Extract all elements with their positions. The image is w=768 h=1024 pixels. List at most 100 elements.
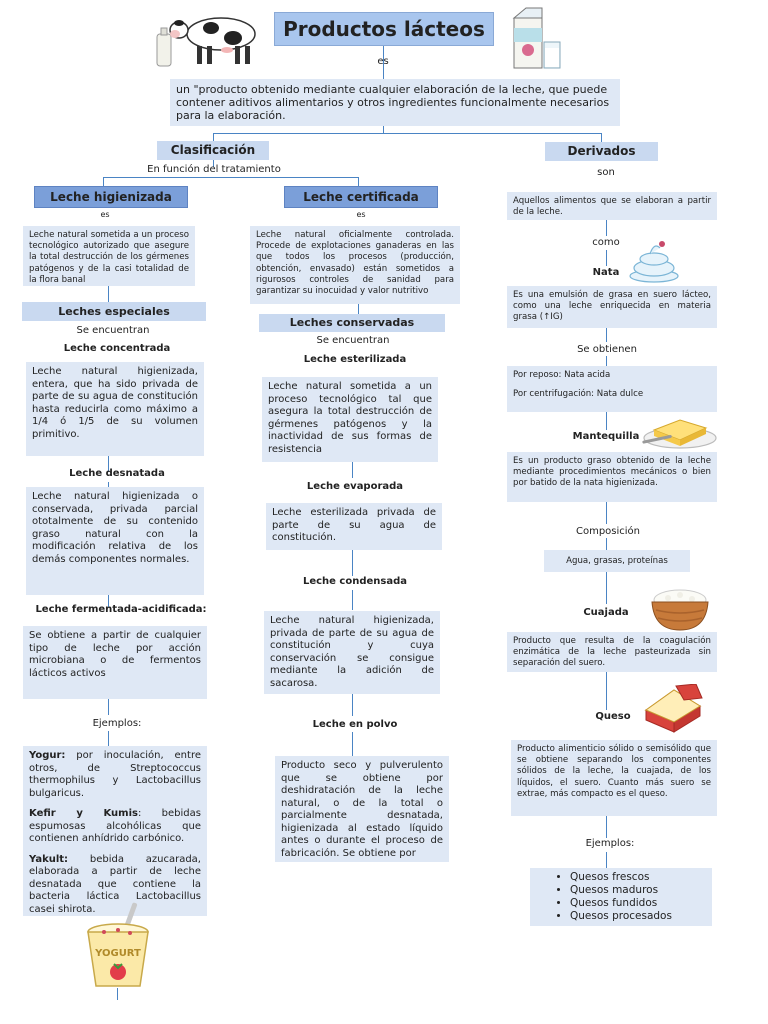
connector-line: [103, 177, 359, 178]
nata-title: Nata: [592, 267, 620, 278]
leche-desnatada-text: Leche natural higienizada o conservada, …: [26, 487, 204, 595]
nata-definition: Es una emulsión de grasa en suero lácteo…: [507, 286, 717, 328]
yogurt-label: YOGURT: [94, 948, 141, 959]
mantequilla-definition: Es un producto graso obtenido de la lech…: [507, 452, 717, 502]
connector-line: [606, 356, 607, 366]
higienizada-definition: Leche natural sometida a un proceso tecn…: [23, 226, 195, 286]
connector-label: Se encuentran: [76, 325, 150, 336]
page-title: Productos lácteos: [274, 12, 494, 46]
connector-line: [108, 731, 109, 747]
ejemplo-text: : bebidas espumosas alcohólicas que cont…: [29, 808, 201, 844]
root-definition: un "producto obtenido mediante cualquier…: [170, 79, 620, 126]
connector-line: [108, 595, 109, 607]
ejemplo-item: Yakult: bebida azucarada, elaborada a pa…: [29, 854, 201, 917]
quesos-ejemplos: Quesos frescos Quesos maduros Quesos fun…: [530, 868, 712, 926]
obtencion-item: Por reposo: Nata acida: [513, 370, 611, 380]
connector-line: [606, 502, 607, 524]
connector-line: [352, 590, 353, 610]
leche-concentrada-text: Leche natural higienizada, entera, que h…: [26, 362, 204, 456]
connector-line: [606, 412, 607, 430]
connector-label: como: [592, 237, 620, 248]
connector-line: [352, 732, 353, 756]
whipped-cream-illustration: [629, 241, 679, 283]
connector-line: [606, 538, 607, 550]
list-item: Quesos maduros: [570, 884, 708, 897]
ejemplos-label: Ejemplos:: [585, 838, 635, 849]
derivados-definition: Aquellos alimentos que se elaboran a par…: [507, 192, 717, 220]
connector-label: son: [597, 167, 615, 178]
connector-line: [117, 988, 118, 1000]
cuajada-definition: Producto que resulta de la coagulación e…: [507, 632, 717, 672]
connector-line: [352, 694, 353, 716]
leche-concentrada-title: Leche concentrada: [63, 343, 171, 354]
leche-en-polvo-title: Leche en polvo: [312, 719, 398, 730]
leche-evaporada-text: Leche esterilizada privada de parte de s…: [266, 503, 442, 550]
leche-esterilizada-title: Leche esterilizada: [303, 354, 407, 365]
connector-label: es: [356, 210, 366, 219]
higienizada-header: Leche higienizada: [34, 186, 188, 208]
connector-line: [108, 456, 109, 472]
connector-line: [601, 133, 602, 143]
yogurt-cup-illustration: YOGURT: [87, 902, 149, 987]
ejemplos-fermentadas: Yogur: por inoculación, entre otros, de …: [23, 746, 207, 916]
ejemplo-item: Yogur: por inoculación, entre otros, de …: [29, 750, 201, 800]
list-item: Quesos fundidos: [570, 897, 708, 910]
queso-title: Queso: [595, 711, 631, 722]
clasificacion-header: Clasificación: [157, 141, 269, 160]
connector-line: [606, 672, 607, 710]
leche-en-polvo-text: Producto seco y pulverulento que se obti…: [275, 756, 449, 862]
connector-line: [383, 126, 384, 134]
cheese-illustration: [644, 684, 703, 733]
mantequilla-title: Mantequilla: [572, 431, 640, 442]
connector-label: es: [100, 210, 110, 219]
connector-line: [358, 177, 359, 187]
certificada-definition: Leche natural oficialmente controlada. P…: [250, 226, 460, 304]
connector-line: [352, 550, 353, 576]
mantequilla-composicion: Agua, grasas, proteínas: [544, 550, 690, 572]
connector-label: es: [377, 56, 389, 67]
connector-line: [213, 133, 214, 143]
leche-fermentada-title: Leche fermentada-acidificada:: [35, 604, 207, 615]
obtencion-item: Por centrifugación: Nata dulce: [513, 389, 644, 400]
ejemplo-item: Kefir y Kumis: bebidas espumosas alcohól…: [29, 808, 201, 846]
ejemplo-term: Yakult:: [29, 853, 69, 865]
ejemplo-term: Yogur:: [29, 750, 66, 761]
certificada-header: Leche certificada: [284, 186, 438, 208]
queso-definition: Producto alimenticio sólido o semisólido…: [511, 740, 717, 816]
ejemplos-label: Ejemplos:: [92, 718, 142, 729]
derivados-header: Derivados: [545, 142, 658, 161]
connector-line: [606, 852, 607, 868]
leche-condensada-title: Leche condensada: [302, 576, 408, 587]
milk-carton-illustration: [512, 7, 561, 69]
connector-line: [103, 177, 104, 187]
leches-conservadas-header: Leches conservadas: [259, 314, 445, 332]
leche-esterilizada-text: Leche natural sometida a un proceso tecn…: [262, 377, 438, 462]
connector-line: [352, 462, 353, 478]
connector-line: [606, 250, 607, 266]
ejemplo-text: por inoculación, entre otros, de Strepto…: [29, 750, 201, 799]
connector-line: [606, 328, 607, 342]
leche-fermentada-text: Se obtiene a partir de cualquier tipo de…: [23, 626, 207, 699]
cuajada-title: Cuajada: [583, 607, 629, 618]
nata-obtencion: Por reposo: Nata acida Por centrifugació…: [507, 366, 717, 412]
connector-label: Composición: [575, 526, 641, 537]
connector-label: Se encuentran: [316, 335, 390, 346]
butter-illustration: [642, 419, 717, 449]
connector-line: [606, 220, 607, 236]
curd-bowl-illustration: [651, 589, 709, 631]
list-item: Quesos procesados: [570, 910, 708, 923]
list-item: Quesos frescos: [570, 871, 708, 884]
leche-evaporada-title: Leche evaporada: [306, 481, 404, 492]
connector-label: Se obtienen: [577, 344, 637, 355]
leche-desnatada-title: Leche desnatada: [69, 468, 165, 479]
leches-especiales-header: Leches especiales: [22, 302, 206, 321]
leche-condensada-text: Leche natural higienizada, privada de pa…: [264, 611, 440, 694]
connector-line: [606, 572, 607, 604]
connector-line: [108, 699, 109, 715]
connector-line: [108, 286, 109, 304]
cow-and-milk-illustration: [156, 17, 256, 67]
clasificacion-note: En función del tratamiento: [147, 164, 281, 175]
connector-line: [383, 45, 384, 79]
connector-line: [108, 482, 109, 488]
quesos-list: Quesos frescos Quesos maduros Quesos fun…: [534, 871, 708, 924]
